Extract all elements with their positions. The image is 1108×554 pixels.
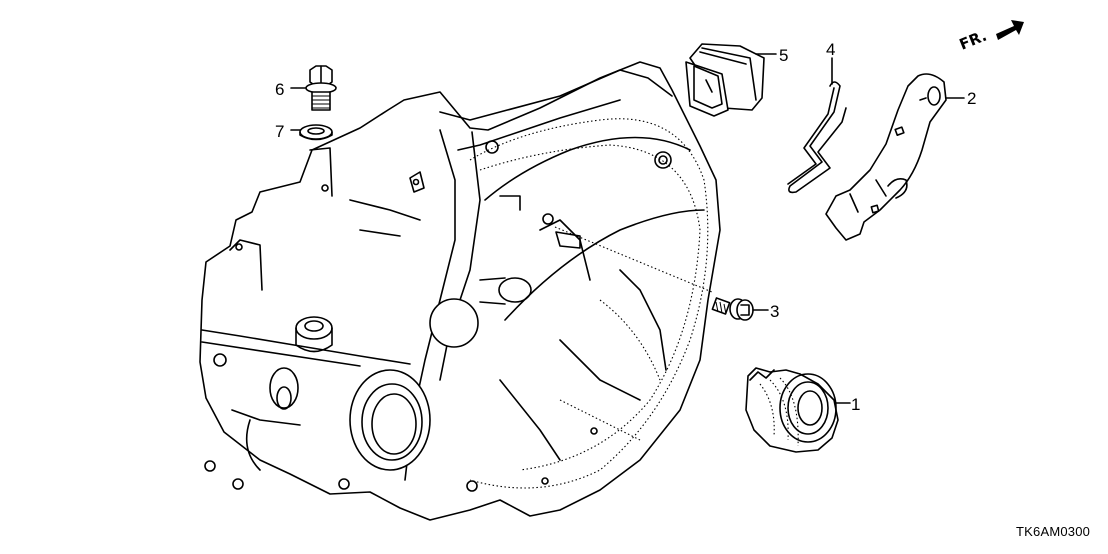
callout-6: 6: [275, 80, 284, 99]
callout-5: 5: [779, 46, 788, 65]
diagram-code: TK6AM0300: [1016, 524, 1091, 539]
callout-1: 1: [851, 395, 860, 414]
bolt-3-leader: [554, 226, 713, 293]
callout-4: 4: [826, 40, 835, 59]
part-drain-plug-bolt[interactable]: [305, 65, 337, 111]
part-boot[interactable]: [685, 43, 765, 117]
callout-3: 3: [770, 302, 779, 321]
clutch-housing: [199, 61, 721, 521]
part-release-fork[interactable]: [825, 73, 947, 241]
part-bolt[interactable]: [711, 297, 754, 321]
part-spring-clip[interactable]: [787, 81, 847, 194]
front-label: FR.: [957, 27, 990, 54]
front-direction-indicator: FR.: [957, 20, 1024, 54]
callout-7: 7: [275, 122, 284, 141]
part-washer[interactable]: [299, 124, 333, 141]
callout-2: 2: [967, 89, 976, 108]
part-release-bearing[interactable]: [745, 367, 839, 453]
front-arrow-icon: [996, 20, 1024, 40]
